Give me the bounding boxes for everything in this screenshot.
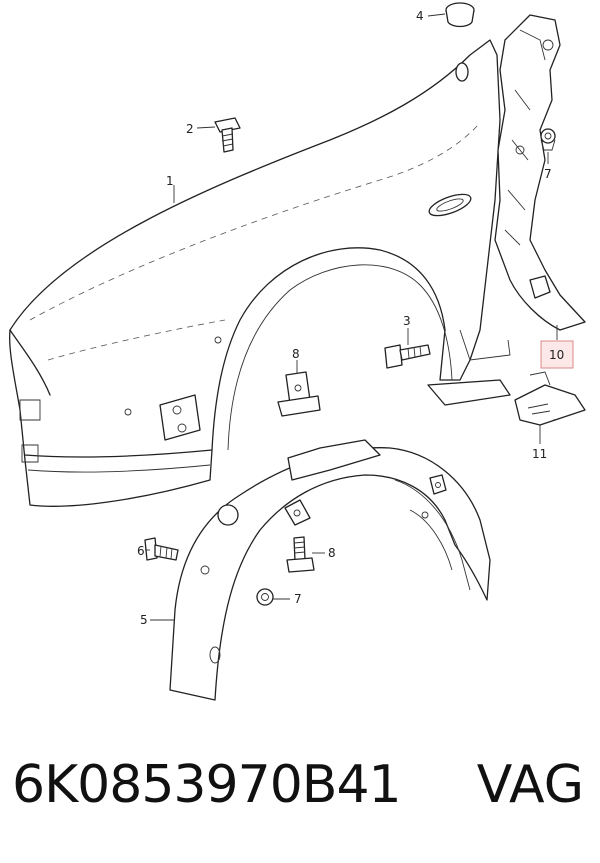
clip-nut-part-9 [277,371,321,417]
callout-9: 8 [292,347,300,361]
callout-7-upper: 7 [544,167,552,181]
bracket-part-11 [514,371,586,426]
footer: 6K0853970B41 VAG [0,755,600,845]
bolt-part-2 [214,117,241,153]
callout-6: 6 [137,544,145,558]
callout-10: 10 [549,348,564,362]
bracket-seal-part [494,14,586,331]
callout-1: 1 [166,174,174,188]
leader-lines [145,13,558,621]
cap-part-4 [445,2,475,28]
part-number: 6K0853970B41 [12,755,402,815]
bolt-part-6 [144,537,179,561]
fender-part [9,39,511,507]
brand-name: VAG [476,755,584,815]
callout-2: 2 [186,122,194,136]
parts-diagram: 4 2 1 3 8 7 10 11 6 8 7 5 [9,2,586,701]
callout-8: 8 [328,546,336,560]
callout-5: 5 [140,613,148,627]
callout-11: 11 [532,447,547,461]
nut-part-7-lower [256,588,274,606]
wheel-arch-liner-part [169,439,491,701]
nut-part-7-upper [540,128,556,151]
callout-3: 3 [403,314,411,328]
callout-4: 4 [416,9,424,23]
bolt-part-8 [286,536,315,573]
callout-10-highlight [540,340,574,369]
callout-7-lower: 7 [294,592,302,606]
bolt-part-3 [384,344,431,369]
